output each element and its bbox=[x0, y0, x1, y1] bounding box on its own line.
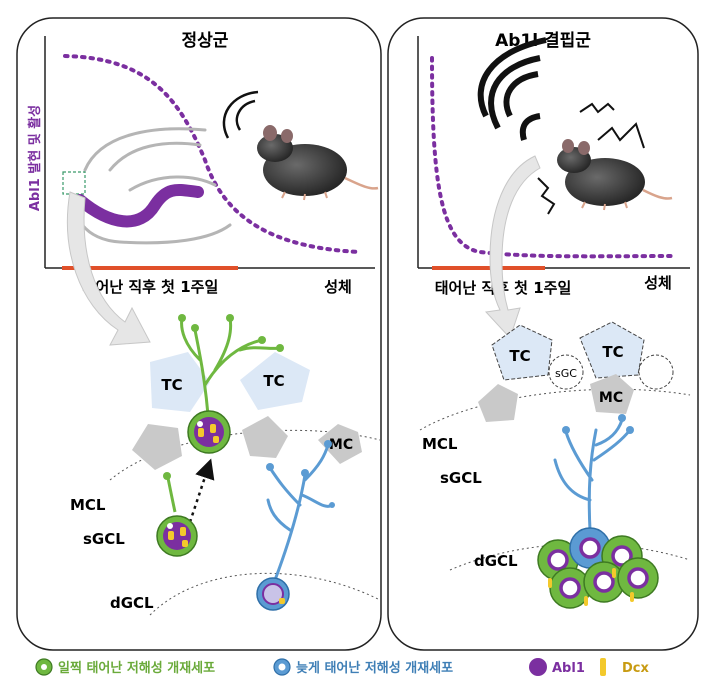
left-tc-label: TC bbox=[161, 376, 182, 394]
legend-late-cell-label: 늦게 태어난 저해성 개재세포 bbox=[296, 660, 453, 676]
right-stress-icon bbox=[597, 122, 645, 149]
right-mc-cell bbox=[590, 374, 634, 414]
right-mouse-icon bbox=[557, 139, 673, 211]
left-dgcl-label: dGCL bbox=[110, 594, 154, 612]
right-abl1-curve bbox=[430, 56, 674, 259]
right-dgcl-label: dGCL bbox=[474, 552, 518, 570]
right-sound-wave-icon bbox=[488, 55, 541, 130]
left-mcl-label: MCL bbox=[70, 496, 106, 514]
left-panel-title: 정상군 bbox=[182, 31, 229, 51]
right-tc-cell bbox=[491, 324, 553, 381]
left-zoom-arrow bbox=[66, 191, 151, 346]
left-panel-frame bbox=[16, 17, 382, 651]
right-sound-wave-icon bbox=[519, 113, 541, 141]
right-tc-label: TC bbox=[602, 343, 623, 361]
left-dgcl-boundary bbox=[149, 572, 381, 616]
left-mc-cell bbox=[318, 424, 362, 464]
legend-late-cell-nucleus bbox=[278, 663, 286, 671]
left-late-interneuron bbox=[256, 440, 335, 611]
left-y-axis-label: Abl1 발현 및 활성 bbox=[27, 105, 43, 211]
left-mc-label: MC bbox=[329, 437, 353, 453]
legend-dcx-label: Dcx bbox=[622, 661, 649, 676]
right-sound-wave-icon bbox=[503, 71, 539, 118]
legend: 일찍 태어난 저해성 개재세포 늦게 태어난 저해성 개재세포 Abl1 Dcx bbox=[35, 658, 649, 676]
left-brain-outline bbox=[72, 127, 232, 245]
left-tc-label: TC bbox=[263, 372, 284, 390]
right-tc-cell bbox=[579, 321, 645, 379]
legend-dcx-icon bbox=[600, 658, 606, 676]
right-tc-label: TC bbox=[509, 347, 530, 365]
left-tc-cell bbox=[150, 352, 210, 412]
left-panel-normal: 정상군 Abl1 발현 및 활성 태어난 직후 첫 1주일 성체 bbox=[16, 17, 382, 651]
left-early-interneuron bbox=[178, 314, 284, 454]
right-sgc-label: sGC bbox=[555, 367, 577, 380]
legend-early-cell-nucleus bbox=[41, 664, 47, 670]
left-migrating-interneuron bbox=[156, 472, 198, 557]
right-late-interneuron bbox=[553, 414, 634, 532]
left-abl1-curve bbox=[63, 54, 362, 254]
right-sound-wave-icon bbox=[477, 37, 547, 118]
right-sgc-empty-slot bbox=[638, 354, 674, 390]
left-migration-arrow bbox=[188, 458, 215, 523]
right-x-label-adult: 성체 bbox=[644, 274, 672, 292]
left-sound-wave-icon bbox=[222, 90, 259, 139]
left-mitral-cell bbox=[132, 424, 182, 470]
right-accumulated-interneurons bbox=[537, 527, 659, 609]
legend-abl1-icon bbox=[529, 658, 547, 676]
legend-abl1-label: Abl1 bbox=[552, 661, 585, 676]
left-x-label-early: 태어난 직후 첫 1주일 bbox=[82, 278, 219, 296]
right-stress-icon bbox=[537, 177, 556, 215]
left-mouse-icon bbox=[257, 125, 379, 201]
right-panel-deficient: Ab1l 결핍군 태어난 직후 첫 1주일 성체 bbox=[387, 17, 699, 651]
legend-early-cell-label: 일찍 태어난 저해성 개재세포 bbox=[58, 660, 215, 676]
left-x-label-adult: 성체 bbox=[324, 278, 352, 296]
right-mcl-label: MCL bbox=[422, 435, 458, 453]
left-tc-cell bbox=[240, 352, 310, 410]
right-mitral-cell bbox=[478, 384, 518, 422]
right-sgc-empty-slot bbox=[548, 354, 584, 390]
right-sgcl-label: sGCL bbox=[440, 469, 482, 487]
right-mcl-boundary bbox=[419, 388, 691, 431]
left-migration-path bbox=[74, 183, 204, 228]
right-mc-label: MC bbox=[599, 390, 623, 406]
left-sound-wave-icon bbox=[235, 99, 256, 131]
left-mitral-cell bbox=[242, 416, 288, 458]
left-sgcl-label: sGCL bbox=[83, 530, 125, 548]
right-stress-icon bbox=[579, 102, 615, 114]
